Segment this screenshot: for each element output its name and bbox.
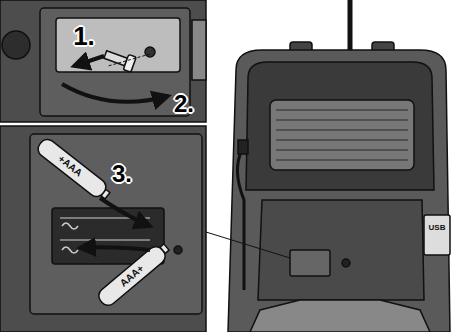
battery-label: +AAA [56, 154, 84, 179]
step-number: 3. [112, 162, 132, 186]
step-number: 1. [73, 23, 95, 49]
port-label: USB [429, 224, 446, 232]
battery-label: AAA+ [118, 263, 146, 288]
step-number: 2. [174, 92, 194, 116]
